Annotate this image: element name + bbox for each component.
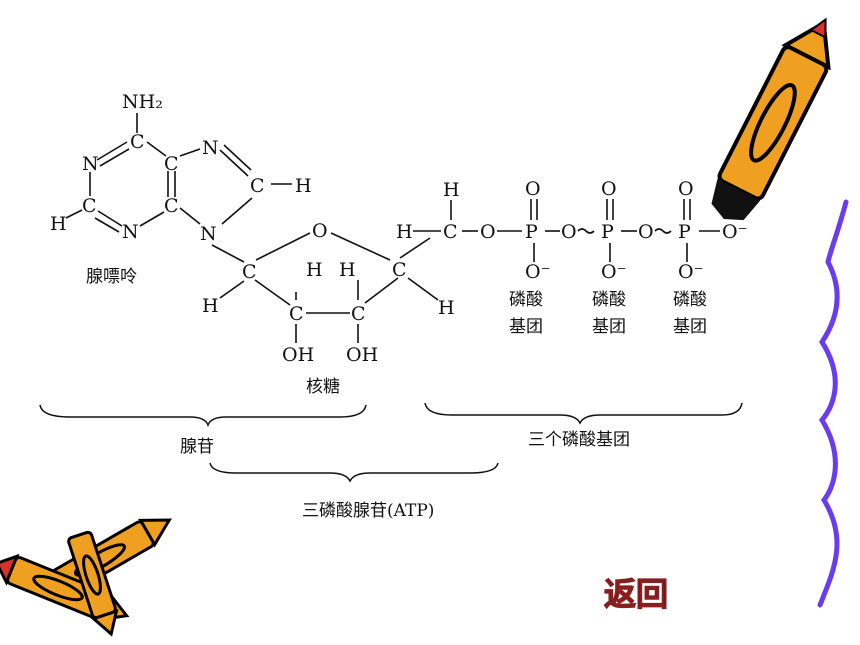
label-adenine: 腺嘌呤 bbox=[86, 267, 137, 287]
atom-p-gamma: P bbox=[678, 221, 691, 243]
ribose-bonds bbox=[211, 232, 439, 343]
atom-o5-prime: O bbox=[480, 221, 496, 243]
label-adenosine: 腺苷 bbox=[180, 437, 214, 457]
atom-o-link-2: O bbox=[638, 221, 654, 243]
pencil-icon bbox=[711, 17, 831, 221]
atom-h3: H bbox=[339, 259, 356, 281]
atom-p-alpha: P bbox=[525, 221, 538, 243]
atom-o-beta-top: O bbox=[601, 178, 617, 200]
atom-n7: N bbox=[202, 137, 219, 159]
phosphate-atoms: H H C O P O O⁻ O P O O⁻ O P O O⁻ O⁻ bbox=[396, 178, 748, 283]
atom-o-link-1: O bbox=[561, 221, 577, 243]
atom-p-beta: P bbox=[601, 221, 614, 243]
label-three-phosphate-groups: 三个磷酸基团 bbox=[528, 430, 630, 450]
adenine-bonds bbox=[65, 113, 292, 233]
atom-c4: C bbox=[164, 195, 179, 217]
atom-c2: C bbox=[82, 195, 97, 217]
atom-h4: H bbox=[438, 297, 455, 319]
atom-oh2: OH bbox=[282, 344, 314, 366]
atom-c4-ribose: C bbox=[392, 259, 407, 281]
atom-n1: N bbox=[82, 153, 99, 175]
label-atp: 三磷酸腺苷(ATP) bbox=[302, 501, 434, 521]
atom-c5-prime: C bbox=[443, 221, 458, 243]
atom-h2-ribose: H bbox=[306, 259, 323, 281]
group-labels: 腺嘌呤 核糖 磷酸 基团 磷酸 基团 磷酸 基团 腺苷 三个磷酸基团 三磷酸腺苷… bbox=[86, 267, 707, 521]
brace-adenosine bbox=[39, 404, 367, 428]
label-phosphate-3-line2: 基团 bbox=[673, 317, 707, 337]
decorative-squiggle-line bbox=[817, 199, 849, 608]
atom-o-alpha-bottom: O⁻ bbox=[525, 261, 551, 283]
atom-c6: C bbox=[130, 131, 145, 153]
ribose-atoms: O C H H C OH H C OH C H bbox=[202, 220, 455, 366]
label-phosphate-2: 磷酸 bbox=[592, 290, 626, 310]
atom-c8: C bbox=[250, 175, 265, 197]
atom-oh3: OH bbox=[346, 344, 378, 366]
atom-o-gamma-bottom: O⁻ bbox=[678, 261, 704, 283]
label-ribose: 核糖 bbox=[306, 377, 340, 397]
atom-nh2: NH₂ bbox=[122, 91, 163, 113]
crossed-pencils-icon bbox=[0, 518, 172, 637]
atom-c3: C bbox=[351, 303, 366, 325]
atom-h1: H bbox=[202, 295, 219, 317]
atom-c2-ribose: C bbox=[289, 303, 304, 325]
label-phosphate-1-line2: 基团 bbox=[509, 317, 543, 337]
phosphate-bonds bbox=[413, 199, 720, 262]
braces bbox=[39, 402, 743, 483]
atom-h2: H bbox=[50, 213, 67, 235]
brace-three-phosphates bbox=[424, 402, 743, 425]
label-phosphate-2-line2: 基团 bbox=[592, 317, 626, 337]
atom-o4: O bbox=[312, 220, 328, 242]
adenine-atoms: NH₂ N C C H N C C N C H N bbox=[50, 91, 312, 245]
brace-atp bbox=[209, 462, 499, 483]
label-phosphate-1: 磷酸 bbox=[509, 290, 543, 310]
back-button[interactable]: 返回 bbox=[603, 574, 668, 613]
atom-h5b: H bbox=[396, 221, 413, 243]
label-phosphate-3: 磷酸 bbox=[673, 290, 707, 310]
atom-h8: H bbox=[295, 175, 312, 197]
atom-o-terminal: O⁻ bbox=[722, 221, 748, 243]
atom-o-gamma-top: O bbox=[678, 178, 694, 200]
atom-n3: N bbox=[122, 221, 139, 243]
atom-h5a: H bbox=[443, 179, 460, 201]
atom-n9: N bbox=[200, 223, 217, 245]
atom-c5: C bbox=[164, 153, 179, 175]
atom-o-alpha-top: O bbox=[525, 178, 541, 200]
atom-o-beta-bottom: O⁻ bbox=[601, 261, 627, 283]
atom-c1: C bbox=[242, 261, 257, 283]
